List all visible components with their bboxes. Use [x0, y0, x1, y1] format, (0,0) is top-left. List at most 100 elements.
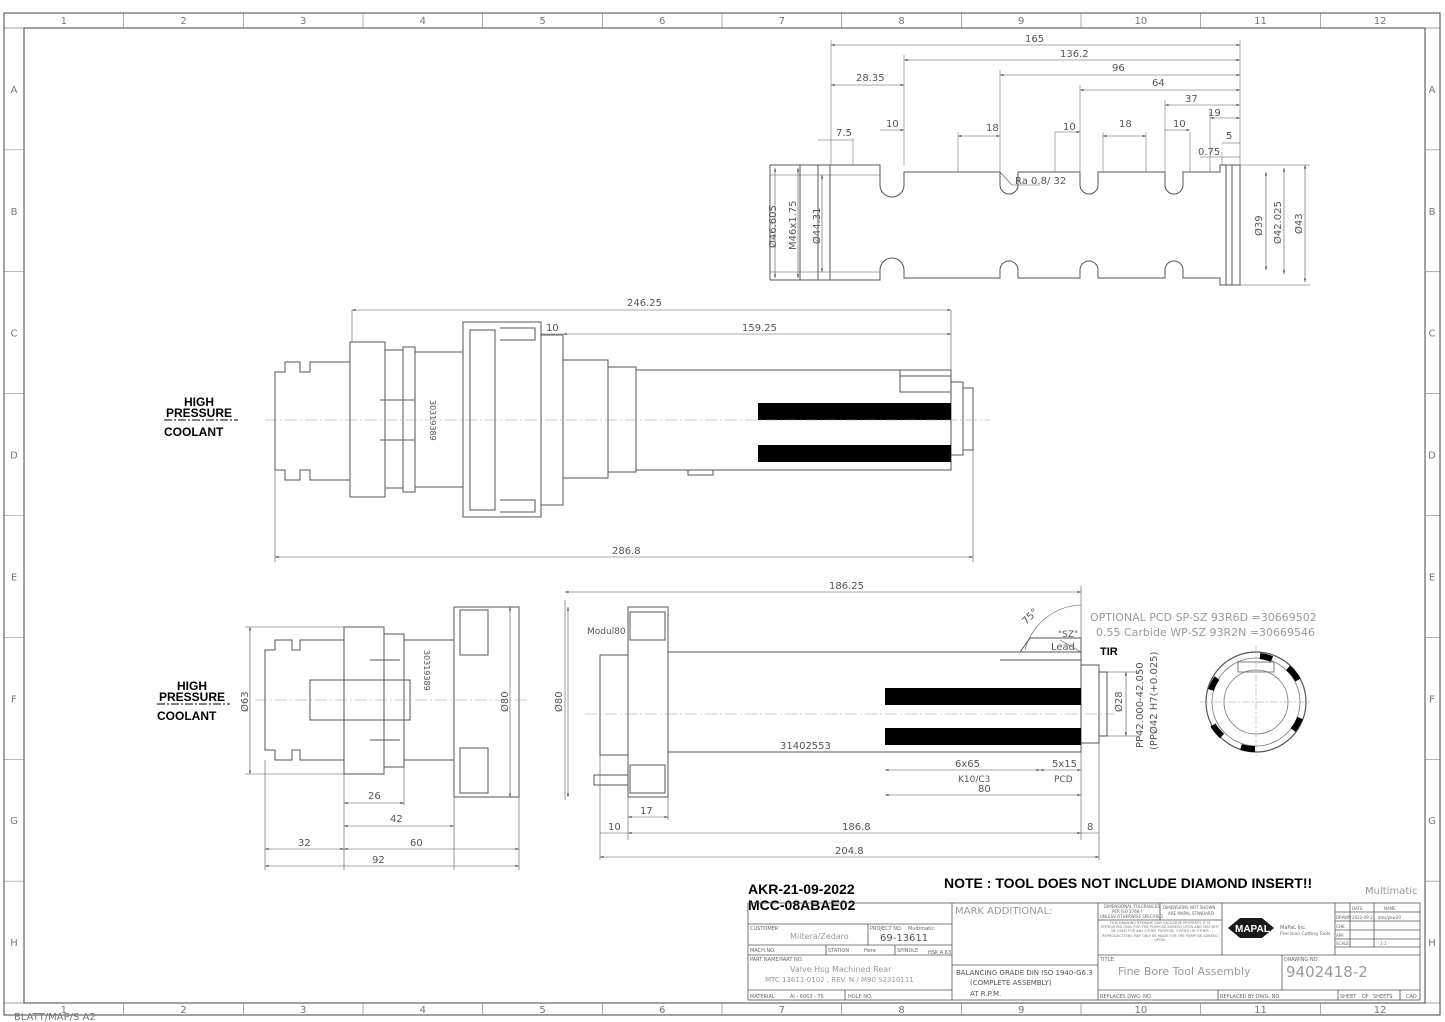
- tir-label: TIR: [1100, 646, 1118, 658]
- svg-text:DRAWN: DRAWN: [1336, 915, 1351, 920]
- svg-text:HIGH: HIGH: [177, 679, 207, 693]
- top-view-profile: [769, 164, 1241, 286]
- svg-text:PER ISO 2768-f: PER ISO 2768-f: [1112, 909, 1143, 914]
- balancing-2: (COMPLETE ASSEMBLY): [970, 979, 1052, 987]
- dim-5x15: 5x15: [1052, 759, 1077, 770]
- column-label-7: 7: [779, 1005, 785, 1016]
- svg-text:MATERIAL: MATERIAL: [750, 994, 775, 1000]
- column-label-4: 4: [420, 16, 426, 27]
- bottom-right-texts: 186.25 Modul80 Ø80 31402553 6x65 5x15 K1…: [553, 581, 1317, 857]
- bar-part-number: 31402553: [780, 741, 831, 752]
- bottom-left-holder: [264, 606, 520, 798]
- column-label-10: 10: [1134, 1005, 1147, 1016]
- column-label-9: 9: [1018, 1005, 1024, 1016]
- balancing-3: AT R.P.M.: [970, 990, 1001, 998]
- bottom-left-texts: Ø63 Ø80 26 42 32 60 92 30319389: [239, 650, 511, 866]
- column-label-12: 12: [1374, 16, 1387, 27]
- dim-246-25: 246.25: [627, 298, 662, 309]
- dim-80-insert: 80: [978, 784, 991, 795]
- balancing-1: BALANCING GRADE DIN ISO 1940-G6.3: [956, 969, 1093, 977]
- title-block-lines: [747, 902, 1421, 1001]
- coolant-label-bottom: HIGH PRESSURE COOLANT: [157, 679, 230, 723]
- row-label-C: C: [11, 329, 18, 340]
- svg-text:REPLACED BY DWG. NO.: REPLACED BY DWG. NO.: [1220, 994, 1281, 1000]
- column-label-4: 4: [420, 1005, 426, 1016]
- drawing-frame: [3, 12, 1441, 1016]
- svg-text:1:1: 1:1: [1380, 941, 1387, 946]
- svg-text:MACH.NO.: MACH.NO.: [750, 948, 776, 954]
- dim-286-8: 286.8: [612, 546, 641, 557]
- svg-text:OF: OF: [1362, 994, 1369, 1000]
- row-label-F: F: [1429, 694, 1435, 705]
- middle-view-texts: 246.25 159.25 10 286.8 30319389: [428, 298, 777, 557]
- end-view-circle: [1200, 646, 1312, 758]
- svg-text:DATE: DATE: [1352, 906, 1363, 911]
- row-label-G: G: [10, 816, 18, 827]
- row-label-A: A: [1429, 85, 1436, 96]
- coolant-label-top: HIGH PRESSURE COOLANT: [164, 395, 238, 439]
- dim-28-35: 28.35: [856, 73, 885, 84]
- drawing-number: 9402418-2: [1286, 963, 1368, 981]
- svg-text:DIMENSIONAL TOLERANCES: DIMENSIONAL TOLERANCES: [1104, 904, 1160, 909]
- bottom-left-dimension-lines: [245, 607, 520, 870]
- svg-text:CUSTOMER: CUSTOMER: [750, 926, 779, 932]
- bottom-right-inserts: [885, 688, 1081, 745]
- top-view-dimension-lines: [773, 43, 1310, 286]
- dim-10-bar: 10: [608, 822, 621, 833]
- svg-text:COOLANT: COOLANT: [164, 425, 224, 439]
- diamond-insert-note: NOTE : TOOL DOES NOT INCLUDE DIAMOND INS…: [944, 875, 1312, 891]
- column-label-11: 11: [1254, 1005, 1267, 1016]
- lead-label: Lead: [1051, 642, 1075, 653]
- dim-10-c: 10: [1173, 119, 1186, 130]
- svg-text:APP.: APP.: [1336, 933, 1344, 938]
- dim-186-8: 186.8: [842, 822, 871, 833]
- dim-42: 42: [390, 814, 403, 825]
- part-name-2: MTC 13611-0102 , REV. N / M90 S2310111: [765, 976, 914, 984]
- dim-18-b: 18: [1119, 119, 1132, 130]
- dim-10-b: 10: [1063, 122, 1076, 133]
- svg-text:MAPAL: MAPAL: [1235, 924, 1270, 935]
- svg-text:Multimatic: Multimatic: [908, 926, 935, 932]
- column-label-1: 1: [61, 1005, 67, 1016]
- svg-text:COOLANT: COOLANT: [157, 709, 217, 723]
- svg-text:PROJECT NO.: PROJECT NO.: [870, 926, 903, 932]
- row-label-E: E: [1429, 572, 1435, 583]
- part-name-1: Valve Hsg Machined Rear: [790, 965, 892, 974]
- svg-text:SPINDLE: SPINDLE: [897, 948, 918, 954]
- grade-k10: K10/C3: [958, 775, 990, 785]
- dim-64: 64: [1152, 78, 1165, 89]
- sheet-reference: BLATT/MAP/S A2: [14, 1012, 96, 1022]
- column-label-9: 9: [1018, 16, 1024, 27]
- row-label-G: G: [1428, 816, 1436, 827]
- dim-dia-80-right: Ø80: [553, 691, 565, 712]
- dim-0-75: 0.75: [1198, 147, 1220, 158]
- dim-92: 92: [372, 855, 385, 866]
- row-label-H: H: [1428, 938, 1436, 949]
- dim-dia-44-31: Ø44.31: [811, 208, 823, 245]
- dim-dia-42-025: Ø42.025: [1272, 201, 1284, 244]
- row-label-F: F: [11, 694, 17, 705]
- svg-text:UNLESS OTHERWISE SPECIFIED: UNLESS OTHERWISE SPECIFIED: [1100, 914, 1163, 919]
- svg-text:Here: Here: [864, 948, 876, 954]
- drawing-title: Fine Bore Tool Assembly: [1118, 965, 1251, 978]
- svg-text:DIMENSIONS NOT SHOWN: DIMENSIONS NOT SHOWN: [1163, 905, 1215, 910]
- svg-text:REPLACES DWG. NO.: REPLACES DWG. NO.: [1100, 994, 1153, 1000]
- column-label-6: 6: [659, 16, 665, 27]
- svg-text:STATION: STATION: [828, 948, 849, 954]
- column-label-6: 6: [659, 1005, 665, 1016]
- dim-7-5: 7.5: [836, 128, 852, 139]
- dim-10-mid: 10: [546, 323, 559, 334]
- column-label-2: 2: [180, 1005, 186, 1016]
- svg-text:SHEETS: SHEETS: [1373, 994, 1392, 1000]
- column-label-2: 2: [180, 16, 186, 27]
- column-label-8: 8: [898, 16, 904, 27]
- optional-pcd-note: OPTIONAL PCD SP-SZ 93R6D =30669502: [1090, 611, 1317, 624]
- column-label-10: 10: [1134, 16, 1147, 27]
- date-code: AKR-21-09-2022: [748, 881, 855, 897]
- dim-136-2: 136.2: [1060, 49, 1089, 60]
- mapal-logo: MAPAL MaPaL Inc. Precision Cutting Tools: [1228, 918, 1331, 938]
- dim-8: 8: [1087, 822, 1093, 833]
- column-label-7: 7: [779, 16, 785, 27]
- angle-75: 75°: [1020, 607, 1040, 627]
